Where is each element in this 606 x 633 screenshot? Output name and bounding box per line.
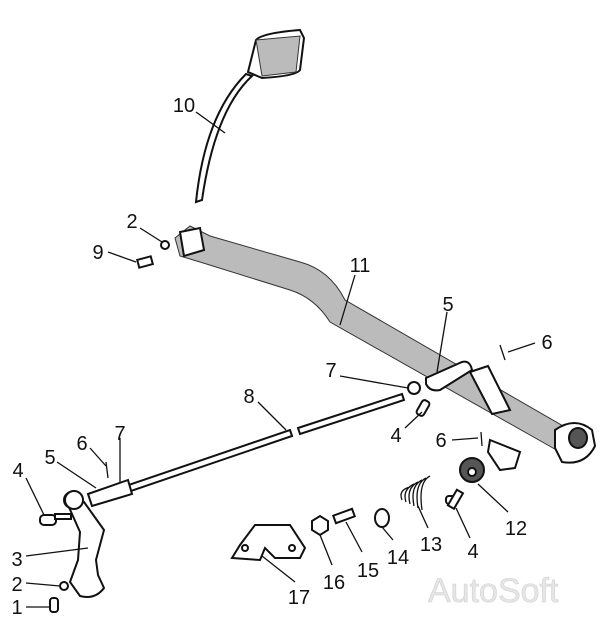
- part-labels: 10 2 9 11 5 6 7 8 4 6 6 7 5 4 3 2 1 17 1…: [11, 95, 552, 619]
- label-6: 6: [435, 430, 446, 452]
- watermark: AutoSoft: [428, 572, 559, 610]
- label-6: 6: [76, 433, 87, 455]
- label-5: 5: [44, 447, 55, 469]
- label-11: 11: [350, 255, 371, 277]
- label-5: 5: [442, 294, 453, 316]
- parts-12-17: [230, 457, 485, 562]
- part-3-lower-lever: [64, 490, 106, 598]
- part-8-rod: [63, 392, 406, 509]
- label-12: 12: [505, 518, 527, 540]
- label-14: 14: [387, 547, 409, 569]
- leader-lines: [25, 111, 536, 608]
- part-10-pedal: [194, 28, 306, 204]
- part-11-lever: [174, 225, 597, 472]
- label-15: 15: [357, 560, 379, 582]
- label-10: 10: [173, 95, 195, 117]
- label-4: 4: [12, 460, 23, 482]
- spring-13: [400, 475, 431, 511]
- label-2: 2: [11, 574, 22, 596]
- fasteners: [39, 240, 506, 613]
- label-2: 2: [126, 211, 137, 233]
- label-4: 4: [467, 541, 478, 563]
- label-13: 13: [420, 534, 442, 556]
- label-7: 7: [114, 423, 125, 445]
- label-3: 3: [11, 549, 22, 571]
- label-8: 8: [243, 386, 254, 408]
- label-9: 9: [92, 242, 103, 264]
- label-7: 7: [325, 360, 336, 382]
- label-4: 4: [390, 425, 401, 447]
- label-6: 6: [541, 332, 552, 354]
- label-1: 1: [11, 597, 22, 619]
- label-16: 16: [323, 572, 345, 594]
- label-17: 17: [288, 587, 310, 609]
